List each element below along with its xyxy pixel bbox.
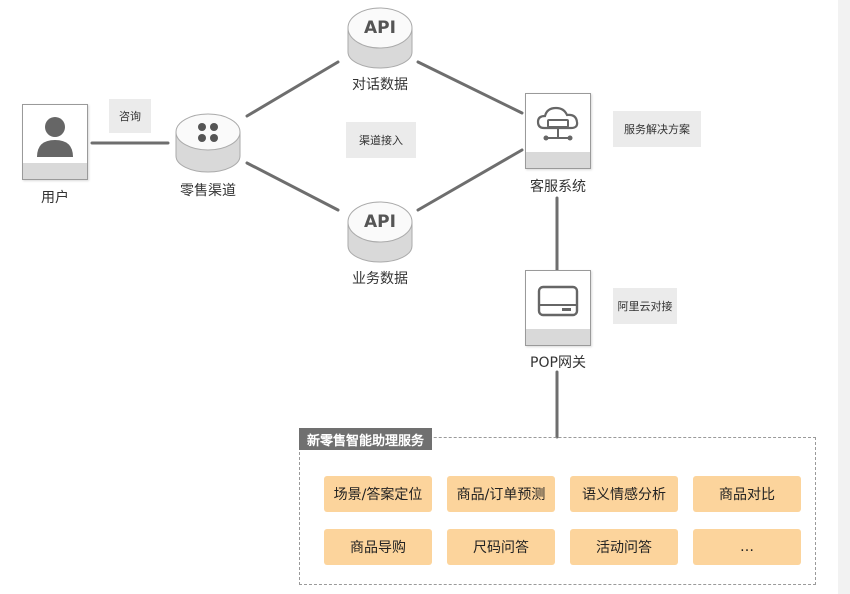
aliyun-docking-note: 阿里云对接 <box>613 288 677 324</box>
service-chip-product-order[interactable]: 商品/订单预测 <box>447 476 555 512</box>
services-panel <box>299 437 816 585</box>
service-chip-product-compare[interactable]: 商品对比 <box>693 476 801 512</box>
api-icon: API <box>364 18 396 38</box>
api-icon: API <box>364 212 396 232</box>
retail-channel-label: 零售渠道 <box>180 183 236 199</box>
retail-channel-node[interactable] <box>174 110 242 174</box>
api-business-label: 业务数据 <box>352 271 408 287</box>
service-chip-more[interactable]: … <box>693 529 801 565</box>
service-chip-shopping-guide[interactable]: 商品导购 <box>324 529 432 565</box>
service-chip-size-qa[interactable]: 尺码问答 <box>447 529 555 565</box>
service-chip-activity-qa[interactable]: 活动问答 <box>570 529 678 565</box>
gateway-device-icon <box>537 285 579 317</box>
consult-note: 咨询 <box>109 99 151 133</box>
api-dialog-node[interactable] <box>346 4 414 70</box>
user-icon <box>37 117 73 157</box>
channel-access-note: 渠道接入 <box>346 122 416 158</box>
link-channel-api-business <box>245 161 340 212</box>
api-dialog-label: 对话数据 <box>352 77 408 93</box>
services-panel-title: 新零售智能助理服务 <box>299 428 433 450</box>
link-api-business-service <box>416 148 524 212</box>
service-chip-semantic-sentiment[interactable]: 语义情感分析 <box>570 476 678 512</box>
scrollbar[interactable] <box>838 0 850 594</box>
link-channel-api-dialog <box>245 60 340 118</box>
cloud-server-icon <box>536 106 579 141</box>
user-node[interactable] <box>22 104 88 180</box>
pop-gateway-node[interactable] <box>525 270 591 346</box>
service-solution-note: 服务解决方案 <box>613 111 701 147</box>
user-label: 用户 <box>41 190 69 206</box>
service-chip-scene-answer[interactable]: 场景/答案定位 <box>324 476 432 512</box>
grid-dots-icon <box>198 123 218 142</box>
customer-service-label: 客服系统 <box>530 179 586 195</box>
customer-service-node[interactable] <box>525 93 591 169</box>
link-api-dialog-service <box>416 60 524 115</box>
pop-gateway-label: POP网关 <box>530 355 586 371</box>
api-business-node[interactable] <box>346 198 414 264</box>
